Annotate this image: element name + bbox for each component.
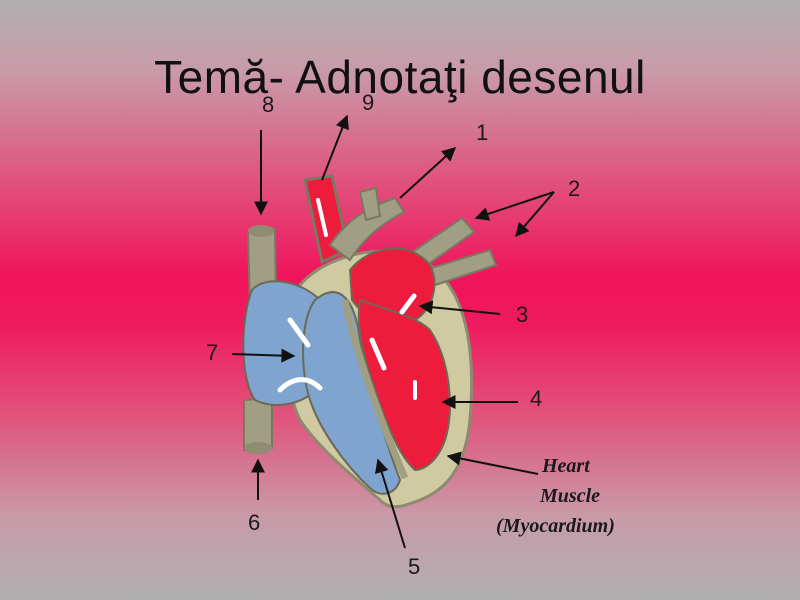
leader-muscle <box>446 451 539 475</box>
slide-title: Temă- Adnotaţi desenul <box>154 51 646 103</box>
left-ventricle <box>357 298 451 472</box>
label-8: 8 <box>262 92 274 117</box>
label-2: 2 <box>568 176 580 201</box>
flow-arrow-ra <box>287 317 311 348</box>
muscle-label-line1: Heart <box>541 455 591 477</box>
leader-3 <box>418 300 501 315</box>
leader-2a <box>474 191 555 221</box>
flow-arrow-9 <box>316 198 328 237</box>
label-9: 9 <box>362 90 374 115</box>
svc-opening <box>248 225 274 237</box>
label-3: 3 <box>516 302 528 327</box>
leader-5 <box>375 458 406 549</box>
label-7: 7 <box>206 340 218 365</box>
flow-arrow-la <box>399 293 417 315</box>
label-5: 5 <box>408 554 420 579</box>
muscle-label-line3: (Myocardium) <box>496 515 615 537</box>
label-1: 1 <box>476 120 488 145</box>
aortic-arch <box>328 196 406 262</box>
label-4: 4 <box>530 386 542 411</box>
leader-9 <box>321 114 349 181</box>
flow-arrow-ra2 <box>277 377 323 393</box>
leader-7 <box>231 348 296 363</box>
leader-1 <box>399 147 457 199</box>
flow-arrow-lv <box>369 337 387 371</box>
aortic-branch <box>358 186 382 222</box>
muscle-label-line2: Muscle <box>539 485 600 507</box>
ivc-opening <box>244 442 272 454</box>
septum <box>341 299 409 480</box>
label-6: 6 <box>248 510 260 535</box>
leader-2b <box>515 191 555 238</box>
